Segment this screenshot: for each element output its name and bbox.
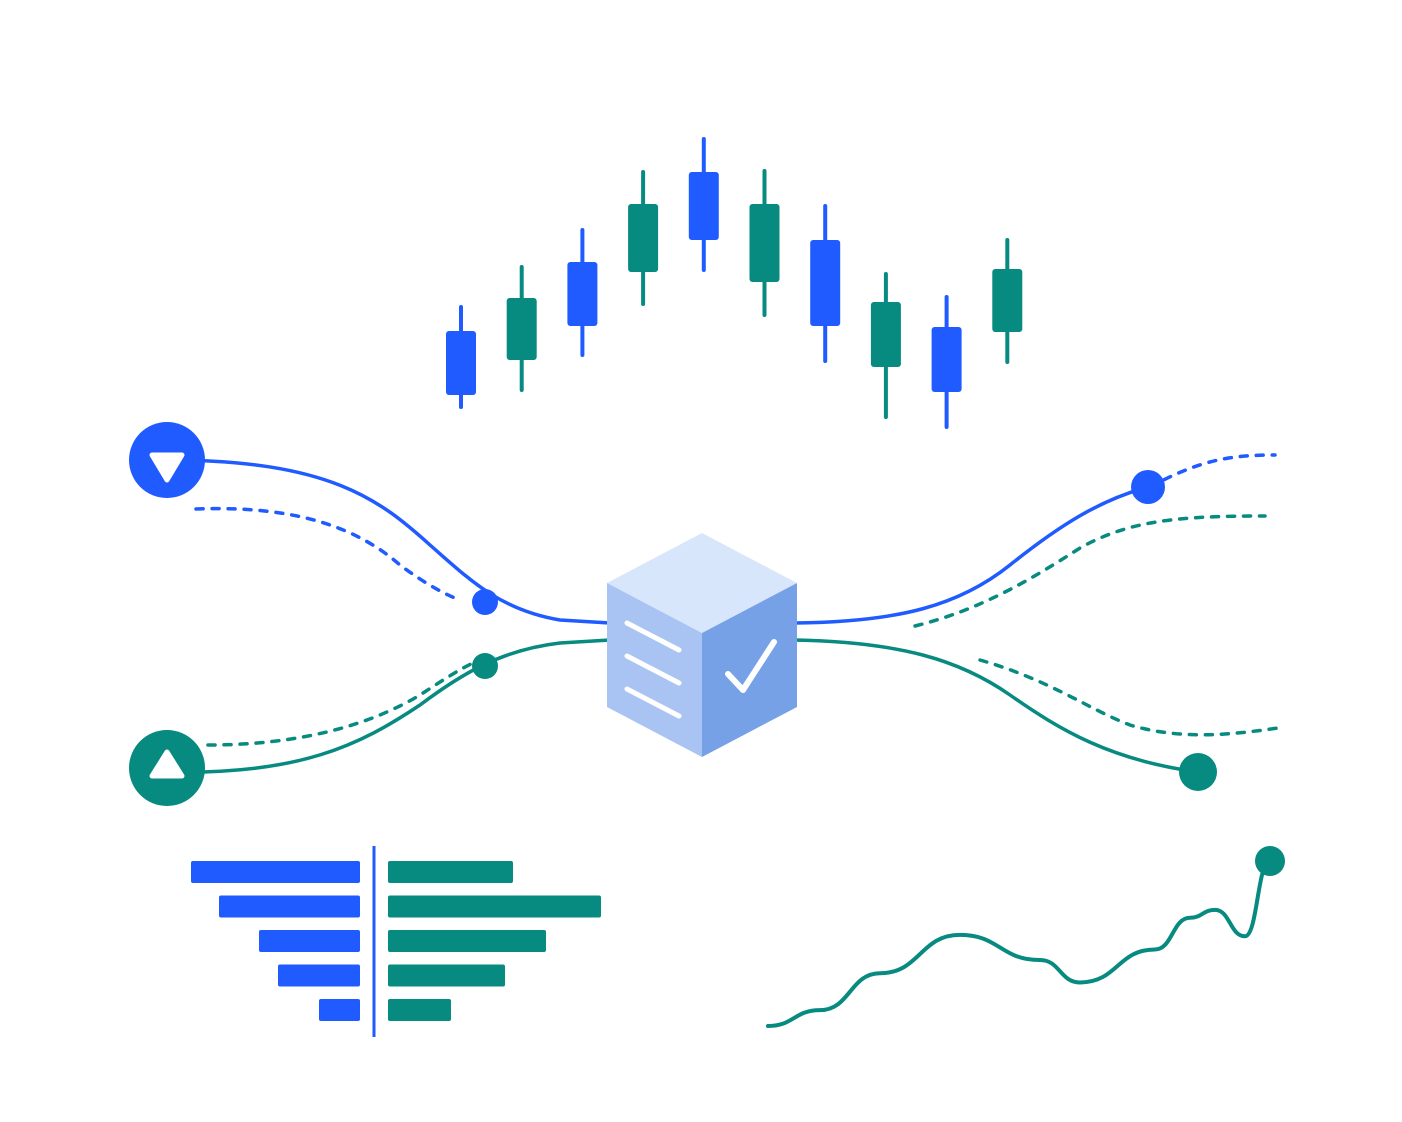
- bar-right: [388, 930, 546, 952]
- out-upper-line: [793, 485, 1150, 625]
- candle-body: [506, 298, 537, 360]
- sell-node: [472, 589, 498, 615]
- out-lower-node: [1179, 753, 1217, 791]
- triangle-down-icon: [149, 452, 185, 483]
- out-lower-line: [793, 638, 1200, 774]
- out-upper-dotted-2: [913, 514, 1267, 628]
- out-upper-node: [1131, 470, 1165, 504]
- out-upper-dotted: [1148, 453, 1277, 489]
- candle: [688, 137, 719, 272]
- candlestick-chart: [446, 137, 1023, 429]
- cube-right-face: [702, 583, 797, 757]
- candle: [567, 228, 598, 357]
- candle: [749, 169, 780, 317]
- candle: [628, 170, 659, 306]
- candle-body: [931, 327, 962, 392]
- bar-left: [259, 930, 360, 952]
- sell-marker: [129, 422, 205, 498]
- buy-flow-dotted: [206, 660, 477, 747]
- candle: [810, 204, 841, 363]
- triangle-up-icon: [149, 749, 185, 779]
- bar-left: [319, 999, 360, 1021]
- bar-right: [388, 964, 505, 987]
- bar-right: [388, 861, 513, 883]
- order-cube: [607, 533, 797, 757]
- bar-right: [388, 895, 601, 918]
- candle: [992, 238, 1023, 364]
- buy-marker: [129, 730, 205, 806]
- candle-body: [628, 204, 659, 272]
- candle-body: [870, 302, 901, 367]
- line-series: [766, 859, 1272, 1028]
- bar-right: [388, 999, 451, 1021]
- sell-flow-line: [165, 458, 612, 625]
- sell-flow-dotted: [194, 506, 457, 600]
- candle-body: [446, 331, 476, 395]
- candle-body: [567, 262, 598, 326]
- bar-left: [278, 964, 360, 987]
- buy-flow-line: [165, 638, 612, 774]
- candle: [931, 295, 962, 429]
- candle-body: [810, 240, 841, 326]
- out-lower-dotted: [978, 658, 1280, 737]
- line-chart: [766, 846, 1285, 1028]
- candle: [506, 265, 537, 392]
- line-end-point: [1255, 846, 1285, 876]
- checkmark-icon: [725, 639, 777, 693]
- candle-body: [992, 269, 1023, 332]
- buy-node: [472, 653, 498, 679]
- list-lines-icon: [624, 620, 682, 719]
- candle-body: [688, 172, 719, 240]
- candle: [870, 272, 901, 419]
- bar-left: [191, 861, 360, 883]
- diverging-bar-chart: [191, 846, 601, 1037]
- bar-left: [219, 895, 360, 918]
- flow-lines: [165, 453, 1280, 774]
- candle-body: [749, 204, 780, 282]
- candle: [446, 305, 476, 409]
